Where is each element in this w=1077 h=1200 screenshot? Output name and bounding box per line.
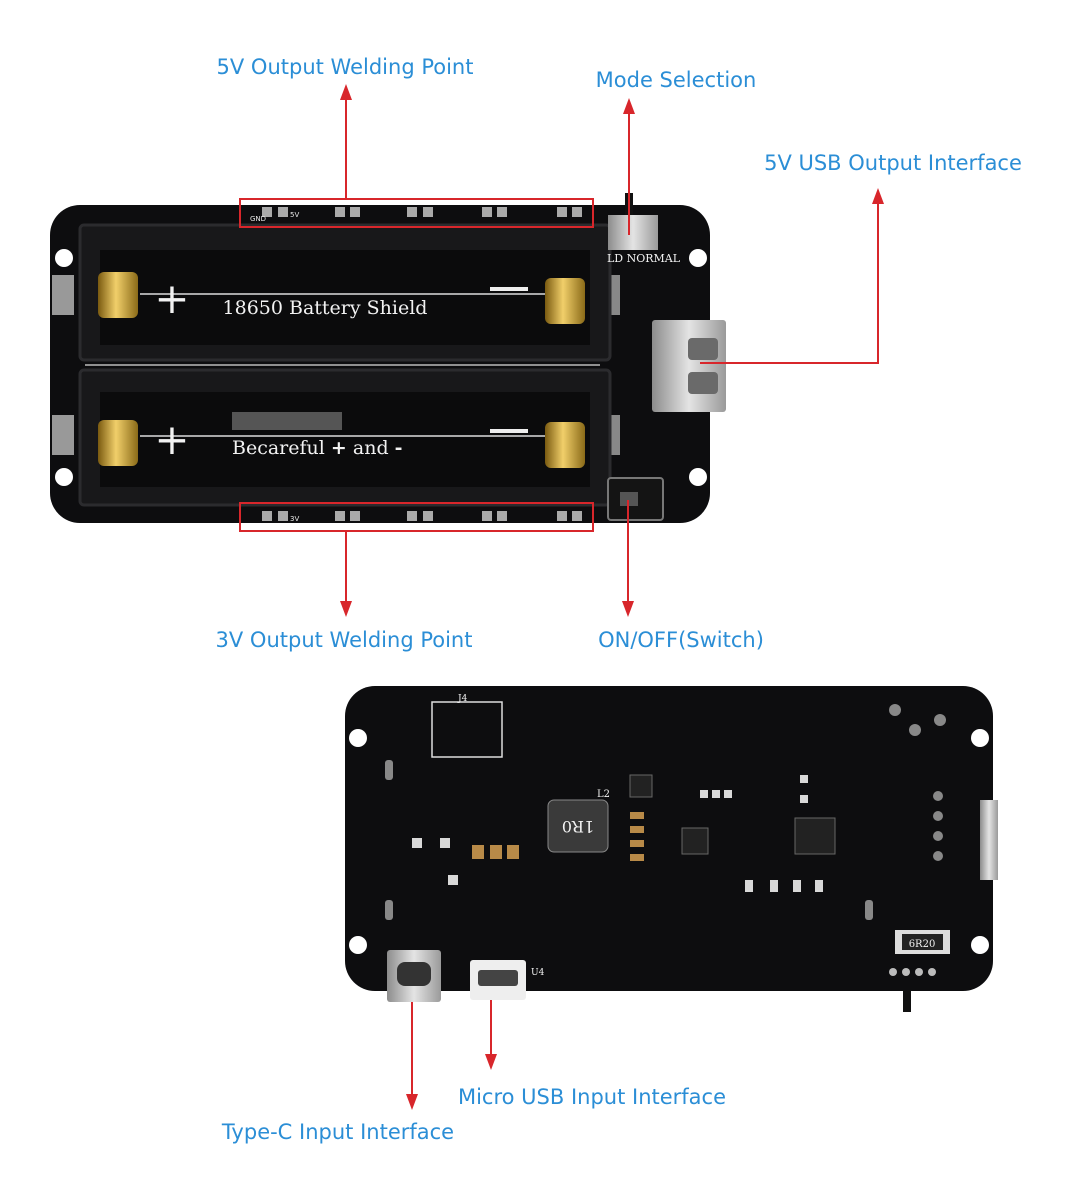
l2-label: L2 — [597, 789, 610, 800]
battery-contact — [98, 272, 138, 318]
mode-silkscreen: LD NORMAL — [607, 252, 681, 265]
label-type-c-input: Type-C Input Interface — [221, 1120, 454, 1144]
3v-welding-pads: 3V — [262, 511, 582, 523]
pad-3v-label: 3V — [290, 515, 299, 523]
top-board: + 18650 Battery Shield + Becareful + and… — [50, 193, 726, 523]
label-mode-selection: Mode Selection — [596, 68, 757, 92]
battery-contact — [545, 278, 585, 324]
plus-mark: + — [154, 415, 189, 464]
switch-lever — [903, 990, 911, 1012]
j4-connector: J4 — [431, 694, 503, 758]
regulator — [794, 817, 836, 855]
resistor-label: 6R20 — [909, 939, 936, 950]
resistor-6r20: 6R20 — [895, 930, 950, 954]
5v-pads-highlight — [239, 198, 594, 228]
3v-pads-highlight — [239, 502, 594, 532]
board-title: 18650 Battery Shield — [223, 297, 428, 319]
label-5v-usb-output: 5V USB Output Interface — [764, 151, 1022, 175]
label-5v-output-welding: 5V Output Welding Point — [217, 55, 474, 79]
arrows — [340, 84, 884, 1110]
battery-holder-2: + Becareful + and - — [78, 368, 612, 507]
bottom-board: J4 1R0 L2 6R20 — [345, 686, 998, 1012]
pad-gnd-label: GND — [250, 215, 266, 223]
inductor-label: 1R0 — [562, 817, 594, 836]
pad-5v-label: 5V — [290, 211, 299, 219]
u4-label: U4 — [531, 968, 545, 978]
label-on-off-switch: ON/OFF(Switch) — [598, 628, 764, 652]
label-3v-output-welding: 3V Output Welding Point — [216, 628, 473, 652]
5v-welding-pads: GND 5V — [250, 207, 582, 223]
micro-usb-port[interactable]: U4 — [470, 960, 545, 1000]
usb-a-side — [980, 800, 998, 880]
type-c-port[interactable] — [387, 950, 441, 1002]
usb-a-port[interactable] — [652, 320, 726, 412]
mode-switch[interactable] — [608, 193, 658, 250]
power-switch[interactable] — [607, 477, 664, 521]
battery-contact — [545, 422, 585, 468]
ic-chip — [629, 774, 653, 798]
battery-holder-1: + 18650 Battery Shield — [78, 223, 612, 362]
j4-label: J4 — [457, 694, 468, 704]
label-micro-usb-input: Micro USB Input Interface — [458, 1085, 726, 1109]
plus-mark: + — [154, 274, 189, 323]
ic-chip — [681, 827, 709, 855]
inductor-l2: 1R0 L2 — [547, 789, 610, 853]
battery-contact — [98, 420, 138, 466]
warning-text: Becareful + and - — [232, 437, 403, 459]
